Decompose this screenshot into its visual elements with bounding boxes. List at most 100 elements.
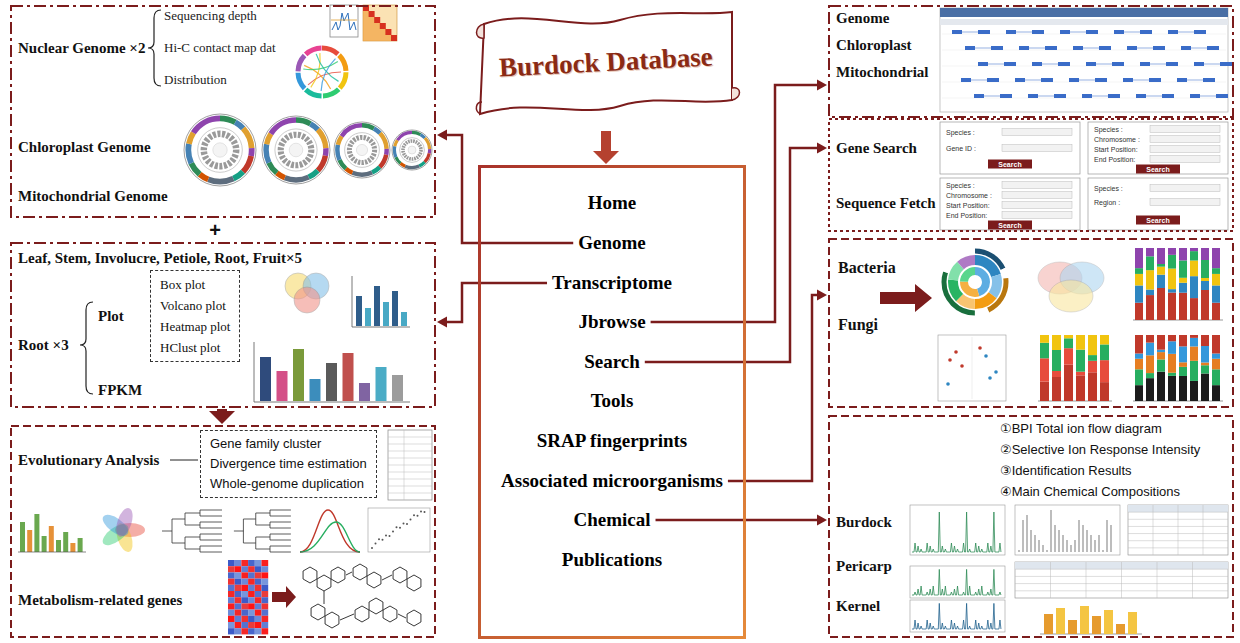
phylogenetic-tree (200, 534, 222, 535)
stacked-bar-chart (1179, 362, 1187, 367)
spectrum (1059, 530, 1060, 552)
stacked-bar-chart (1212, 285, 1220, 302)
form-label: Region : (1094, 199, 1120, 206)
venn-diagram (99, 506, 145, 554)
sunburst-chart (964, 271, 986, 293)
genome-map (266, 120, 326, 180)
arrowhead (437, 130, 447, 141)
search-form (1002, 145, 1072, 152)
venn-diagram (285, 273, 329, 313)
jbrowse-screenshot (1203, 78, 1215, 82)
phylogenetic-tree (256, 537, 270, 538)
heatmap (235, 566, 242, 572)
chemical-structure (325, 612, 339, 628)
menu-item: Home (583, 191, 642, 216)
scatter-plot (368, 508, 430, 552)
phylogenetic-tree (200, 546, 222, 547)
stacked-bar-chart (1201, 363, 1209, 366)
genome-map (266, 120, 326, 180)
genome-map (394, 132, 429, 167)
sunburst-chart (953, 260, 997, 304)
panel-frame (10, 5, 436, 218)
sunburst-chart (944, 251, 1006, 313)
bar-chart (18, 552, 86, 553)
panel-text: ①BPI Total ion flow diagram (1000, 421, 1162, 436)
genome-map (337, 125, 386, 174)
stacked-bar-chart (1212, 353, 1220, 358)
bar-chart (310, 379, 321, 401)
venn-diagram (1038, 262, 1104, 312)
arrow-symbol (272, 586, 296, 608)
hic-map (380, 23, 386, 29)
genome-map (394, 132, 429, 167)
stacked-bar-chart (1190, 298, 1198, 320)
stacked-bar-chart (1040, 382, 1049, 401)
connector-line (446, 283, 547, 322)
sunburst-chart (953, 260, 997, 304)
genome-map (184, 114, 256, 186)
circos-plot (316, 54, 338, 81)
genome-map (262, 116, 330, 184)
heatmap (235, 628, 242, 634)
phylogenetic-tree (200, 510, 222, 511)
stacked-bar-chart (1168, 269, 1176, 290)
menu-item-text: Associated microorganisms (501, 470, 723, 491)
spectrum (1067, 540, 1068, 552)
form-label: End Position: (946, 212, 987, 219)
jbrowse-screenshot (1108, 94, 1120, 98)
sunburst-chart (964, 271, 986, 293)
genome-map (188, 118, 251, 181)
menu-item: Chemical (568, 508, 655, 533)
spectrum (1079, 520, 1080, 552)
panel-text: Distribution (164, 72, 227, 88)
panel: Evolutionary AnalysisMetabolism-related … (10, 425, 436, 638)
sunburst-chart (944, 251, 1006, 313)
chromatogram (910, 505, 1005, 555)
phylogenetic-tree (185, 513, 200, 514)
chromatogram (912, 569, 1001, 595)
bar-chart (356, 296, 362, 326)
circos-plot (298, 48, 346, 96)
form-label: Chromosome : (946, 192, 992, 199)
genome-map (266, 120, 326, 180)
panel-text: Root ×3 (18, 337, 69, 354)
heatmap (228, 597, 235, 603)
arrowhead (817, 290, 827, 301)
data-table (1192, 562, 1193, 598)
panel-text: FPKM (98, 382, 142, 399)
heatmap (248, 579, 255, 585)
box-text: HClust plot (160, 337, 230, 358)
jbrowse-screenshot (1166, 62, 1178, 66)
scatter-plot (371, 547, 373, 549)
search-form (1002, 192, 1072, 199)
search-form (940, 122, 1080, 174)
genome-map (403, 141, 421, 159)
genome-map (337, 125, 386, 174)
phylogenetic-tree (200, 516, 222, 517)
bar-chart (343, 353, 354, 401)
spectrum (1063, 535, 1064, 552)
search-form (1088, 122, 1228, 174)
phylogenetic-tree (162, 510, 222, 552)
heatmap (255, 585, 262, 591)
venn-diagram (294, 287, 320, 313)
heatmap (228, 603, 235, 609)
spectrum (1091, 535, 1092, 552)
genome-map (349, 137, 374, 162)
genome-map (213, 143, 227, 157)
box-text: Whole-genome duplication (210, 474, 367, 494)
jbrowse-screenshot (1032, 62, 1042, 66)
phylogenetic-tree (200, 522, 222, 523)
menu-item-text: Publications (562, 549, 662, 570)
heatmap (262, 628, 269, 634)
bar-chart (42, 536, 47, 552)
arrow-symbol (880, 284, 932, 312)
heatmap (248, 610, 255, 616)
genome-map (188, 118, 251, 181)
scatter-plot (994, 370, 998, 374)
brace (80, 302, 93, 394)
spectrum (1107, 520, 1108, 552)
genome-map (337, 125, 386, 174)
button-label: Search (998, 161, 1021, 168)
stacked-bar-chart (1146, 290, 1154, 296)
